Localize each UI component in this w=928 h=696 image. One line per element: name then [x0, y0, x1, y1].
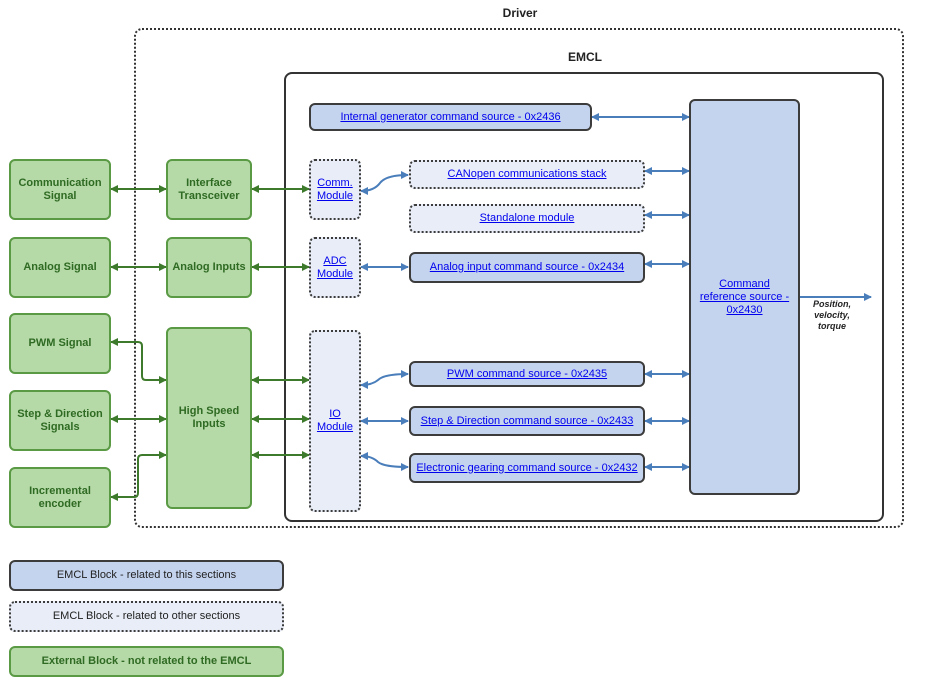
- internal-generator-source-block[interactable]: Internal generator command source - 0x24…: [309, 103, 592, 131]
- incremental-encoder-block: Incremental encoder: [9, 467, 111, 528]
- comm-module-link[interactable]: Comm. Module: [316, 176, 354, 202]
- canopen-stack-link[interactable]: CANopen communications stack: [447, 168, 607, 180]
- io-module-link[interactable]: IO Module: [316, 408, 354, 433]
- step-direction-source-block[interactable]: Step & Direction command source - 0x2433: [409, 406, 645, 436]
- arrow-encoder-highspeed: [110, 451, 167, 501]
- arrow-io-pwm: [360, 370, 409, 389]
- standalone-module-block[interactable]: Standalone module: [409, 204, 645, 233]
- standalone-module-link[interactable]: Standalone module: [479, 212, 575, 224]
- legend-external: External Block - not related to the EMCL: [9, 646, 284, 677]
- internal-generator-source-link[interactable]: Internal generator command source - 0x24…: [340, 110, 561, 123]
- legend-emcl-this: EMCL Block - related to this sections: [9, 560, 284, 591]
- arrow-io-gearing: [360, 452, 409, 471]
- command-reference-source-link[interactable]: Command reference source - 0x2430: [699, 277, 790, 316]
- electronic-gearing-source-block[interactable]: Electronic gearing command source - 0x24…: [409, 453, 645, 483]
- analog-inputs-block: Analog Inputs: [166, 237, 252, 298]
- pwm-signal-block: PWM Signal: [9, 313, 111, 374]
- io-module-block[interactable]: IO Module: [309, 330, 361, 512]
- pwm-source-link[interactable]: PWM command source - 0x2435: [446, 367, 608, 380]
- comm-module-block[interactable]: Comm. Module: [309, 159, 361, 220]
- step-direction-signals-block: Step & Direction Signals: [9, 390, 111, 451]
- emcl-title: EMCL: [568, 50, 602, 64]
- analog-signal-block: Analog Signal: [9, 237, 111, 298]
- driver-title: Driver: [502, 6, 538, 20]
- step-direction-source-link[interactable]: Step & Direction command source - 0x2433: [420, 414, 634, 427]
- arrow-pwm-highspeed: [110, 338, 167, 384]
- driver-frame: [134, 28, 904, 528]
- analog-input-source-block[interactable]: Analog input command source - 0x2434: [409, 252, 645, 283]
- analog-input-source-link[interactable]: Analog input command source - 0x2434: [429, 261, 625, 273]
- canopen-stack-block[interactable]: CANopen communications stack: [409, 160, 645, 189]
- interface-transceiver-block: Interface Transceiver: [166, 159, 252, 220]
- pwm-source-block[interactable]: PWM command source - 0x2435: [409, 361, 645, 387]
- communication-signal-block: Communication Signal: [9, 159, 111, 220]
- adc-module-link[interactable]: ADC Module: [316, 254, 354, 280]
- legend-emcl-other: EMCL Block - related to other sections: [9, 601, 284, 632]
- output-label: Position, velocity, torque: [813, 299, 851, 331]
- emcl-frame: [284, 72, 884, 522]
- command-reference-source-block[interactable]: Command reference source - 0x2430: [689, 99, 800, 495]
- high-speed-inputs-block: High Speed Inputs: [166, 327, 252, 509]
- electronic-gearing-source-link[interactable]: Electronic gearing command source - 0x24…: [416, 461, 638, 474]
- arrow-comm-canopen: [360, 171, 409, 195]
- adc-module-block[interactable]: ADC Module: [309, 237, 361, 298]
